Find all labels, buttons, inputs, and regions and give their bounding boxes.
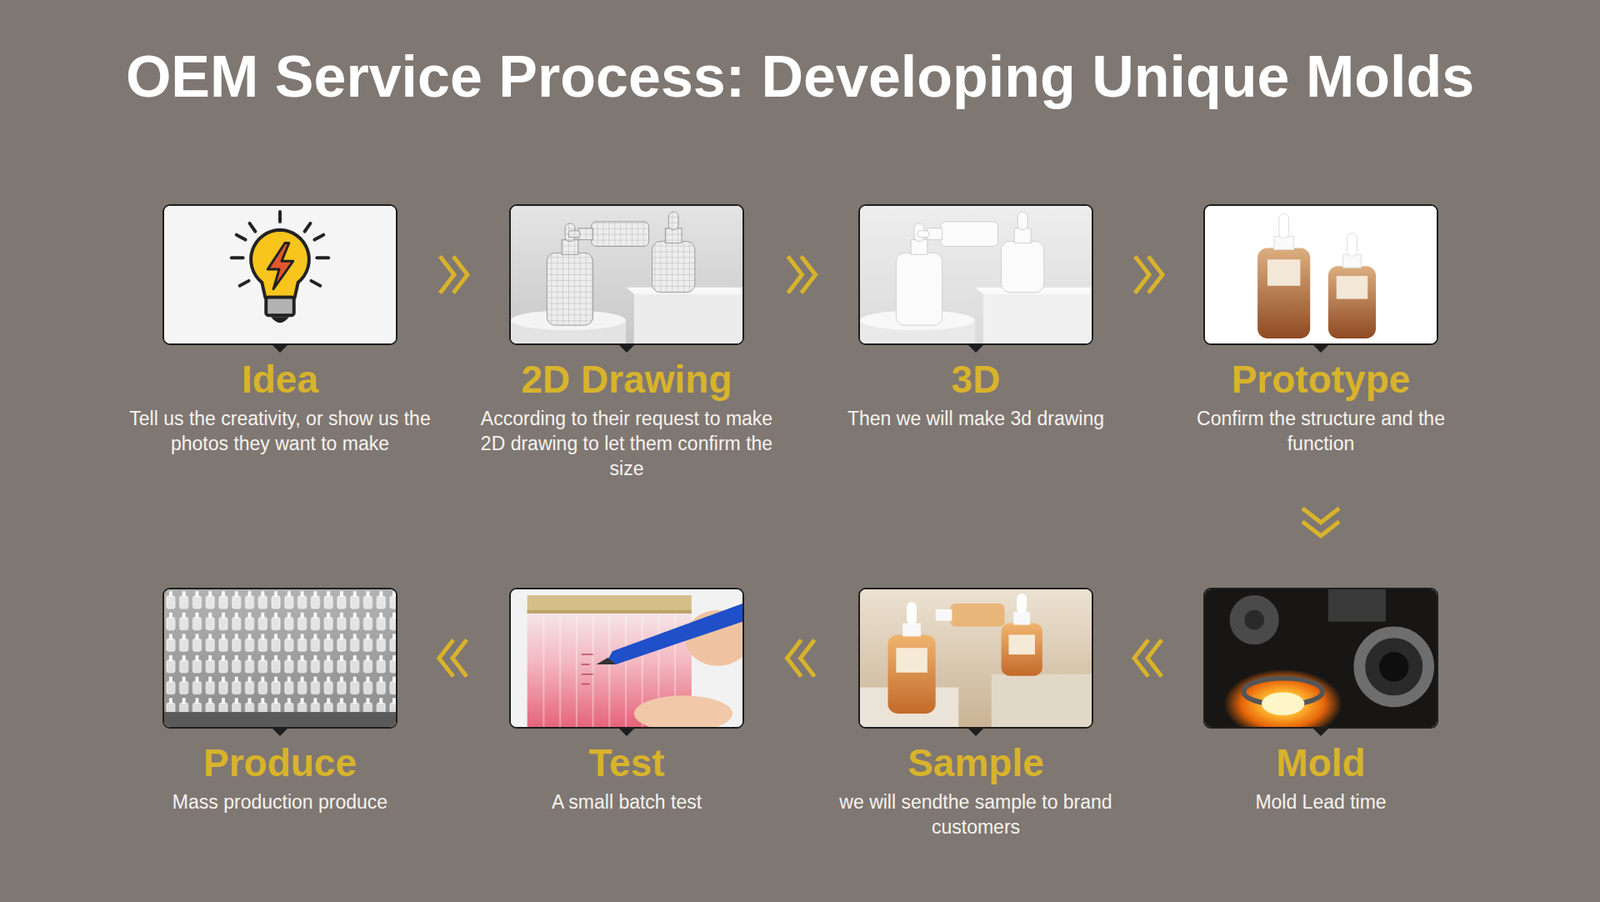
flow-chevron: [439, 640, 467, 677]
picture-frame: [509, 587, 745, 729]
flow-chevron: [1134, 640, 1162, 677]
step-description: Then we will make 3d drawing: [817, 405, 1135, 431]
step-title: Mold: [1158, 741, 1484, 785]
process-step: PrototypeConfirm the structure and the f…: [1158, 204, 1484, 456]
picture-clip: [164, 589, 396, 727]
frame-pointer: [270, 726, 290, 737]
picture-clip: [164, 205, 396, 344]
step-illustration: [510, 205, 743, 344]
step-title: 3D: [813, 358, 1139, 401]
frame-pointer: [270, 343, 290, 354]
process-step: MoldMold Lead time: [1158, 587, 1484, 815]
frame-pointer: [617, 343, 636, 354]
picture-clip: [510, 205, 743, 344]
step-illustration-use: [860, 205, 1092, 344]
process-step: IdeaTell us the creativity, or show us t…: [117, 204, 443, 456]
step-illustration-use: [1205, 589, 1437, 727]
flow-chevron: [1302, 508, 1340, 536]
picture-frame: [1203, 204, 1439, 345]
flow-chevron: [1135, 256, 1163, 294]
picture-frame: [858, 587, 1094, 729]
step-title: Produce: [117, 741, 443, 785]
step-description: According to their request to make 2D dr…: [468, 405, 785, 481]
picture-frame: [162, 587, 398, 729]
frame-pointer: [966, 343, 985, 354]
step-description: Tell us the creativity, or show us the p…: [121, 405, 439, 456]
step-illustration-use: [860, 589, 1092, 727]
picture-frame: [858, 204, 1094, 345]
step-illustration-use: [164, 589, 396, 727]
step-title: Sample: [813, 741, 1139, 785]
frame-pointer-shape: [270, 343, 290, 353]
frame-pointer-shape: [1311, 343, 1330, 353]
frame-pointer: [966, 726, 985, 737]
picture-clip: [510, 589, 743, 727]
flow-chevron: [440, 256, 468, 294]
step-illustration-use: [510, 589, 743, 727]
picture-frame: [1203, 587, 1439, 729]
picture-frame: [162, 204, 398, 345]
step-description: A small batch test: [468, 789, 785, 815]
diagram-title: OEM Service Process: Developing Unique M…: [125, 41, 1475, 112]
step-title: Prototype: [1158, 358, 1484, 401]
frame-pointer: [617, 726, 636, 737]
step-illustration: [510, 589, 743, 727]
frame-pointer-shape: [1311, 726, 1330, 736]
step-illustration: [164, 205, 396, 344]
process-step: Samplewe will sendthe sample to brand cu…: [813, 587, 1139, 840]
step-description: Mold Lead time: [1162, 789, 1480, 815]
frame-pointer-shape: [270, 726, 290, 736]
step-illustration-use: [510, 205, 743, 344]
step-description: Mass production produce: [121, 789, 439, 815]
picture-clip: [1205, 589, 1437, 727]
step-illustration-use: [1205, 205, 1437, 344]
frame-pointer: [1311, 726, 1330, 737]
frame-pointer-shape: [617, 343, 636, 353]
step-title: Idea: [117, 358, 443, 401]
frame-pointer-shape: [966, 343, 985, 353]
process-step: 2D DrawingAccording to their request to …: [464, 204, 790, 481]
process-step: ProduceMass production produce: [117, 587, 443, 815]
step-description: Confirm the structure and the function: [1162, 405, 1480, 456]
flow-chevron: [787, 640, 815, 677]
step-illustration: [860, 205, 1092, 344]
frame-pointer: [1311, 343, 1330, 354]
picture-clip: [1205, 205, 1437, 344]
step-title: 2D Drawing: [464, 358, 790, 401]
flow-chevron: [788, 256, 816, 294]
process-step: Test A small batch test: [464, 587, 790, 815]
picture-clip: [860, 205, 1092, 344]
process-step: 3D Then we will make 3d drawing: [813, 204, 1139, 431]
picture-clip: [860, 589, 1092, 727]
step-illustration: [860, 589, 1092, 727]
step-title: Test: [464, 741, 790, 785]
step-illustration: [164, 589, 396, 727]
title-layer: OEM Service Process: Developing Unique M…: [0, 41, 1600, 112]
step-illustration: [1205, 589, 1437, 727]
step-illustration-use: [164, 205, 396, 344]
frame-pointer-shape: [966, 726, 985, 736]
frame-pointer-shape: [617, 726, 636, 736]
step-illustration: [1205, 205, 1437, 344]
step-description: we will sendthe sample to brand customer…: [817, 789, 1135, 840]
picture-frame: [509, 204, 745, 345]
